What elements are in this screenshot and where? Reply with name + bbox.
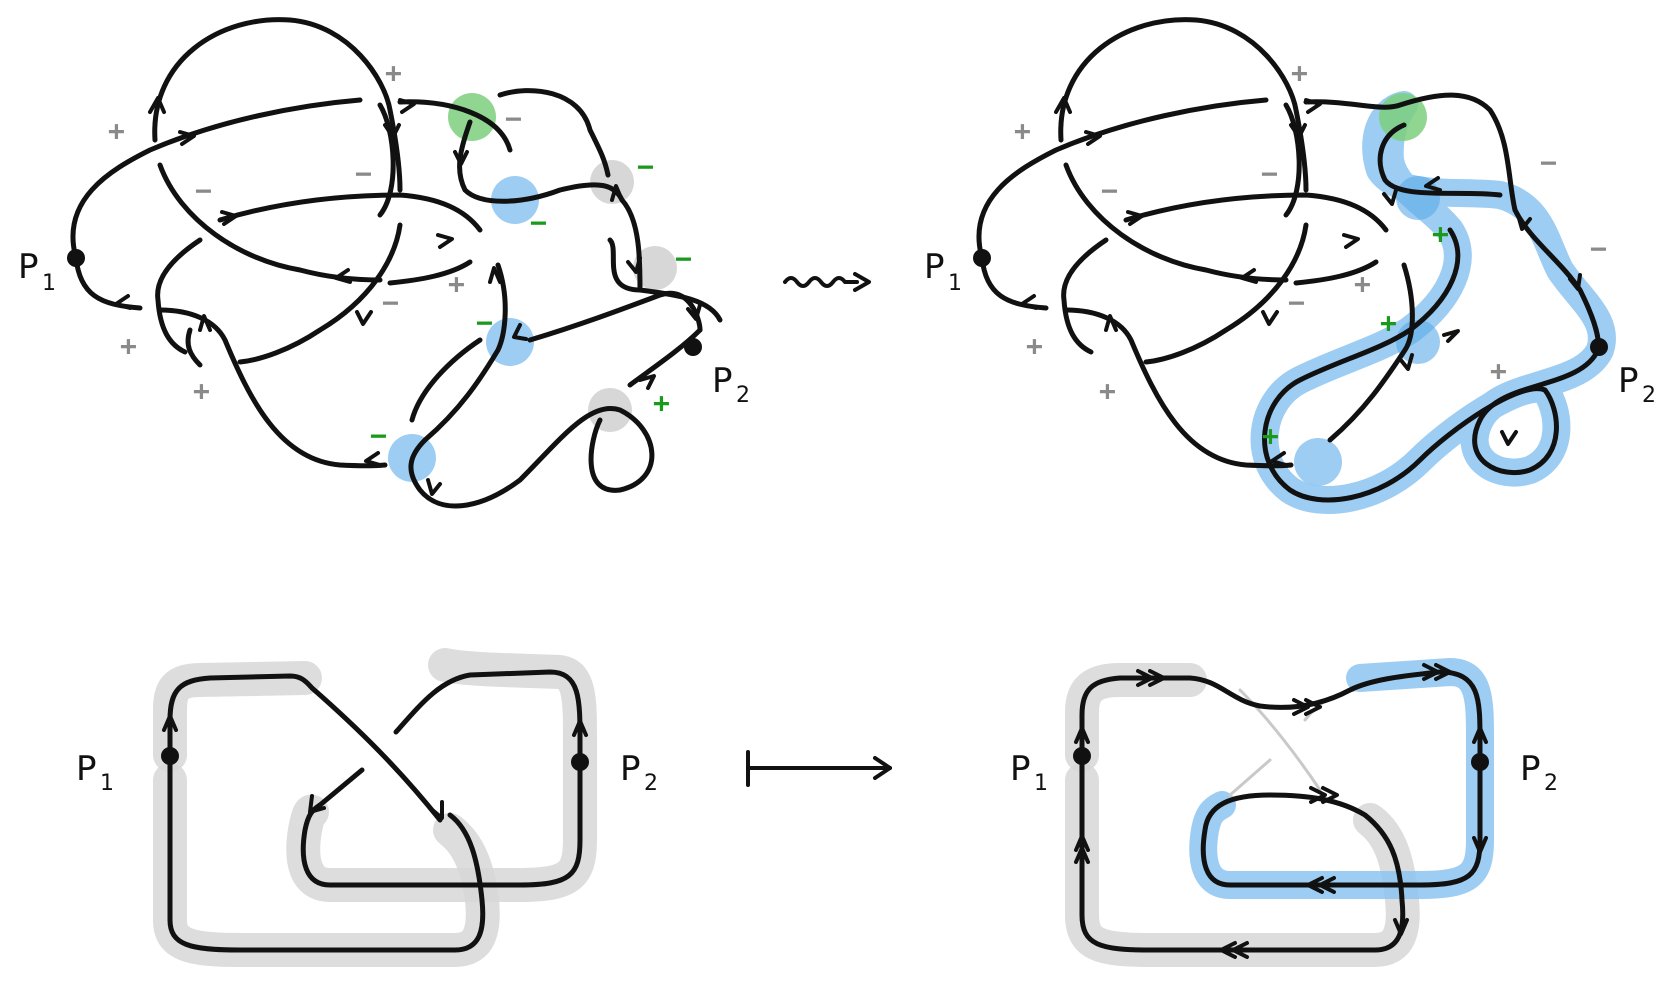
point-p2-dot: [684, 338, 702, 356]
label-p1: P: [18, 247, 39, 287]
sign-plus: +: [1291, 56, 1308, 89]
squiggle-arrow-icon: [783, 272, 871, 292]
label-p2: P: [620, 749, 641, 789]
bottom-right-knot: P 1 P 2: [1010, 658, 1558, 967]
label-p2-subscript: 2: [1544, 771, 1558, 796]
label-p1-subscript: 1: [42, 271, 56, 296]
label-p2-subscript: 2: [736, 383, 750, 408]
sign-minus: −: [637, 150, 654, 183]
sign-plus: +: [653, 386, 670, 419]
label-p1: P: [76, 749, 97, 789]
label-p2: P: [1520, 749, 1541, 789]
sign-plus: +: [108, 114, 125, 147]
sign-plus: +: [1026, 329, 1043, 362]
label-p1: P: [1010, 749, 1031, 789]
sign-minus: −: [195, 174, 212, 207]
point-p2-dot: [1590, 338, 1608, 356]
crossing-green: [448, 93, 496, 141]
sign-minus: −: [355, 157, 372, 190]
point-p1-dot: [67, 249, 85, 267]
point-p1-dot: [161, 747, 179, 765]
sign-minus: −: [370, 419, 387, 452]
bottom-left-knot: P 1 P 2: [76, 648, 658, 967]
crossing-grey: [590, 160, 634, 204]
top-left-knot: + + − − − + − + + − − − − − + P 1 P 2: [18, 17, 750, 509]
point-p2-dot: [1471, 753, 1489, 771]
label-p1: P: [924, 247, 945, 287]
label-p2-subscript: 2: [644, 771, 658, 796]
sign-minus: −: [1261, 157, 1278, 190]
sign-minus: −: [476, 306, 493, 339]
sign-minus: −: [505, 102, 522, 135]
sign-minus: −: [382, 286, 399, 319]
label-p2: P: [712, 361, 733, 401]
label-p1-subscript: 1: [1034, 771, 1048, 796]
sign-minus: −: [1590, 232, 1607, 265]
sign-minus: −: [675, 242, 692, 275]
sign-plus: +: [193, 374, 210, 407]
top-right-knot: + + − − + − + + − − + + + + P 1 P 2: [924, 17, 1656, 514]
label-p1-subscript: 1: [100, 771, 114, 796]
label-p1-subscript: 1: [948, 271, 962, 296]
sign-plus: +: [1380, 306, 1397, 339]
sign-minus: −: [1288, 286, 1305, 319]
crossing-grey: [633, 246, 677, 290]
sign-plus: +: [448, 267, 465, 300]
sign-plus: +: [1014, 114, 1031, 147]
sign-plus: +: [1262, 419, 1279, 452]
label-p2-subscript: 2: [1642, 383, 1656, 408]
label-p2: P: [1618, 361, 1639, 401]
sign-plus: +: [1432, 217, 1449, 250]
sign-plus: +: [120, 329, 137, 362]
sign-plus: +: [1490, 354, 1507, 387]
point-p1-dot: [973, 249, 991, 267]
sign-plus: +: [1099, 374, 1116, 407]
sign-minus: −: [1540, 146, 1557, 179]
maps-to-arrow-icon: [746, 750, 892, 787]
point-p1-dot: [1073, 747, 1091, 765]
sign-minus: −: [530, 206, 547, 239]
sign-plus: +: [1354, 267, 1371, 300]
point-p2-dot: [571, 753, 589, 771]
sign-minus: −: [1101, 174, 1118, 207]
sign-plus: +: [385, 56, 402, 89]
crossing-blue: [1294, 438, 1342, 486]
